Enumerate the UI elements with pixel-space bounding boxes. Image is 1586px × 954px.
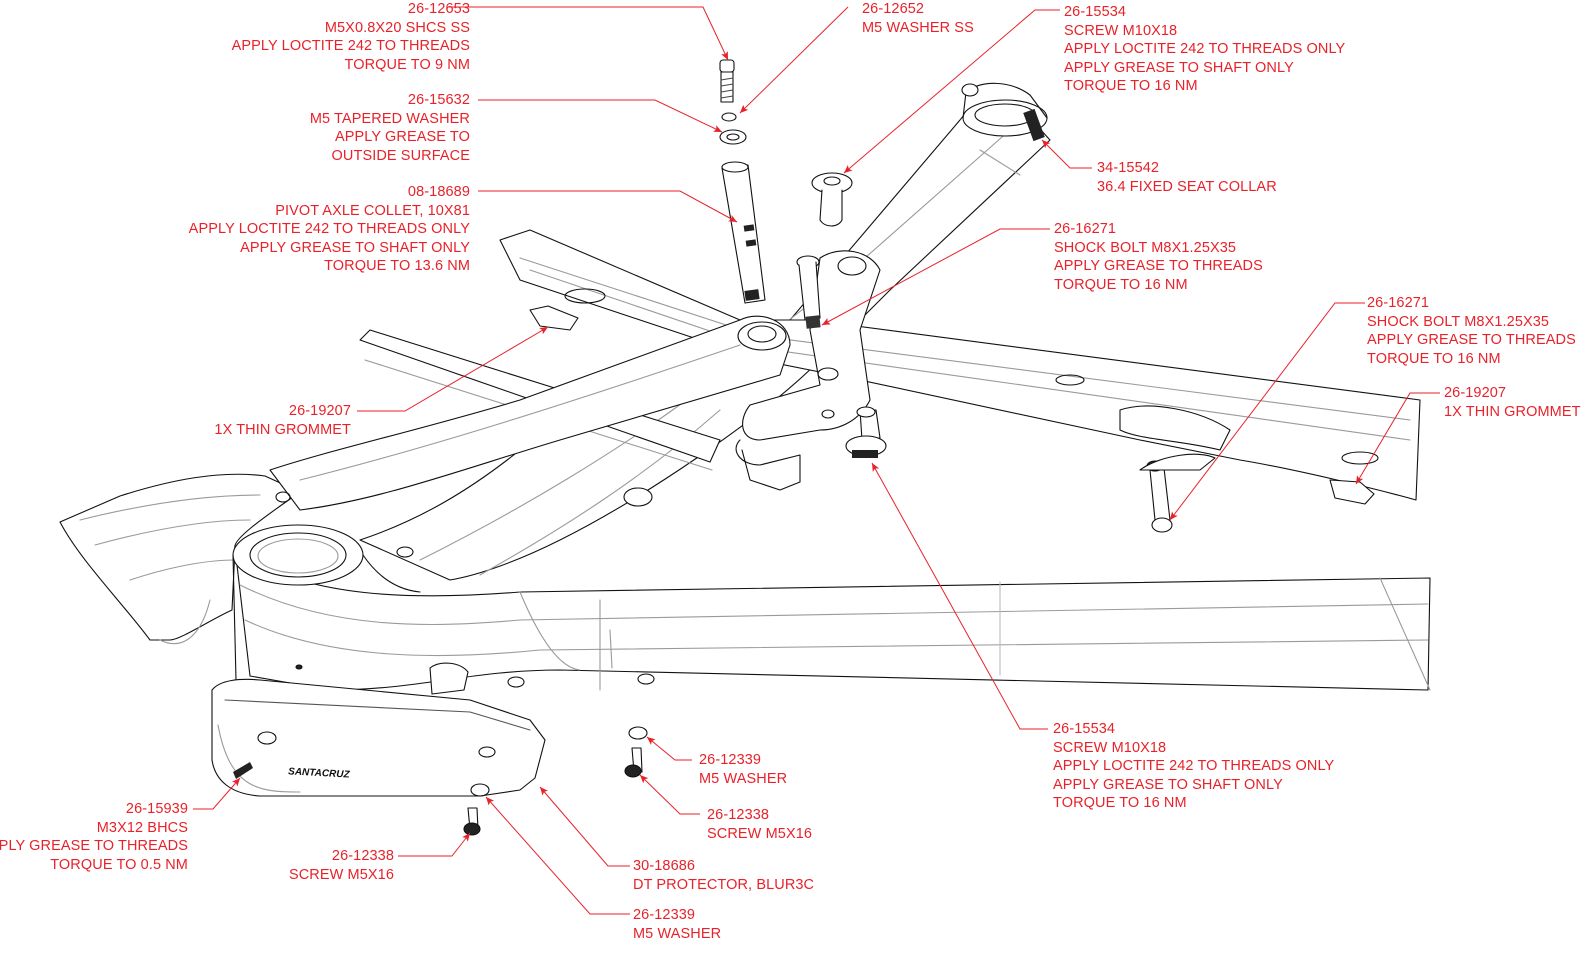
callout-26-19207-left: 26-19207 1X THIN GROMMET (214, 402, 351, 439)
leader-12339a (646, 736, 692, 761)
callout-line: SCREW M5X16 (288, 866, 394, 883)
part-number: 26-12653 (407, 1, 470, 17)
part-number: 26-19207 (288, 403, 351, 419)
leader-12338a (639, 774, 700, 815)
part-number: 26-15534 (1064, 4, 1127, 20)
leader-18689 (478, 190, 738, 223)
leader-12339b (485, 796, 630, 915)
callout-line: TORQUE TO 13.6 NM (324, 258, 470, 275)
callout-30-18686: 30-18686 DT PROTECTOR, BLUR3C (633, 857, 814, 894)
callout-line: TORQUE TO 9 NM (344, 56, 470, 73)
callout-line: M3X12 BHCS (96, 819, 188, 836)
leader-19207b (1355, 392, 1440, 485)
part-number: 26-12338 (331, 848, 394, 864)
leader-12338b (398, 832, 471, 857)
callout-line: APPLY LOCTITE 242 TO THREADS ONLY (188, 221, 470, 238)
callout-line: APPLY GREASE TO SHAFT ONLY (1053, 776, 1283, 793)
leader-12653 (448, 6, 729, 61)
leader-15534a (843, 9, 1060, 174)
callout-34-15542: 34-15542 36.4 FIXED SEAT COLLAR (1097, 159, 1277, 196)
callout-line: TORQUE TO 16 NM (1064, 78, 1198, 95)
callout-line: SCREW M10X18 (1053, 739, 1167, 756)
callout-line: 36.4 FIXED SEAT COLLAR (1097, 178, 1277, 195)
callout-line: TORQUE TO 16 NM (1367, 350, 1501, 367)
callout-line: APPLY LOCTITE 242 TO THREADS (231, 38, 470, 55)
callout-line: DT PROTECTOR, BLUR3C (633, 876, 815, 893)
seat-collar-part (961, 82, 1048, 142)
frame-holes (275, 374, 1379, 688)
callout-line: APPLY GREASE TO SHAFT ONLY (1064, 59, 1294, 76)
callout-line: APPLY GREASE TO THREADS (0, 838, 188, 855)
leader-15939 (193, 777, 241, 810)
part-number: 26-19207 (1444, 385, 1507, 401)
down-tube (234, 547, 1431, 691)
callout-26-12652: 26-12652 M5 WASHER SS (862, 0, 974, 37)
dt-protector-part (211, 662, 546, 797)
part-number: 26-15534 (1053, 721, 1116, 737)
callout-26-19207-right: 26-19207 1X THIN GROMMET (1444, 384, 1581, 421)
callout-line: OUTSIDE SURFACE (331, 147, 470, 164)
callout-line: 1X THIN GROMMET (214, 421, 351, 438)
callout-line: M5X0.8X20 SHCS SS (324, 19, 470, 36)
rocker-arm (269, 315, 791, 511)
callout-line: M5 WASHER SS (862, 19, 974, 36)
callout-line: TORQUE TO 16 NM (1054, 276, 1188, 293)
leader-16271b (1169, 302, 1365, 521)
callout-line: APPLY GREASE TO (334, 129, 470, 146)
shock-link (735, 250, 881, 491)
callout-line: M5 WASHER (699, 770, 788, 787)
callout-26-12339-bottom: 26-12339 M5 WASHER (633, 906, 721, 943)
part-number: 26-12339 (633, 907, 696, 923)
bottom-bracket (232, 524, 421, 681)
callout-26-12339-right: 26-12339 M5 WASHER (699, 751, 787, 788)
callout-line: 1X THIN GROMMET (1444, 403, 1581, 420)
leader-15542 (1041, 139, 1092, 169)
callout-line: APPLY GREASE TO THREADS (1054, 258, 1263, 275)
part-number: 08-18689 (407, 184, 470, 200)
callout-line: APPLY LOCTITE 242 TO THREADS ONLY (1053, 758, 1335, 775)
part-number: 26-12339 (699, 752, 762, 768)
callout-line: APPLY GREASE TO SHAFT ONLY (240, 239, 470, 256)
part-number: 26-16271 (1054, 221, 1117, 237)
part-number: 26-15632 (407, 92, 470, 108)
part-number: 26-12338 (707, 807, 770, 823)
callout-line: M5 TAPERED WASHER (309, 110, 470, 127)
leader-19207a (357, 326, 549, 412)
callout-line: SCREW M5X16 (707, 825, 813, 842)
leader-12652 (739, 6, 849, 114)
callout-line: APPLY GREASE TO THREADS (1367, 332, 1576, 349)
callout-line: APPLY LOCTITE 242 TO THREADS ONLY (1064, 41, 1346, 58)
callout-line: M5 WASHER (633, 925, 722, 942)
callout-line: TORQUE TO 16 NM (1053, 795, 1187, 812)
leader-16271a (821, 228, 1050, 326)
callout-line: SCREW M10X18 (1064, 22, 1178, 39)
part-number: 26-15939 (125, 801, 188, 817)
callout-line: TORQUE TO 0.5 NM (50, 856, 188, 873)
pivot-hardware (233, 59, 1375, 836)
part-number: 26-16271 (1367, 295, 1430, 311)
callout-26-15632: 26-15632 M5 TAPERED WASHER APPLY GREASE TO… (310, 91, 470, 165)
part-number: 34-15542 (1097, 160, 1160, 176)
callout-line: SHOCK BOLT M8X1.25X35 (1367, 313, 1550, 330)
callout-line: PIVOT AXLE COLLET, 10X81 (275, 202, 470, 219)
callout-line: SHOCK BOLT M8X1.25X35 (1054, 239, 1237, 256)
leader-15534b (871, 462, 1048, 730)
leader-18686 (539, 786, 630, 867)
part-number: 26-12652 (862, 1, 925, 17)
leader-15632 (478, 99, 723, 133)
guard-brand-text: SANTACRUZ (288, 766, 351, 780)
part-number: 30-18686 (633, 858, 696, 874)
